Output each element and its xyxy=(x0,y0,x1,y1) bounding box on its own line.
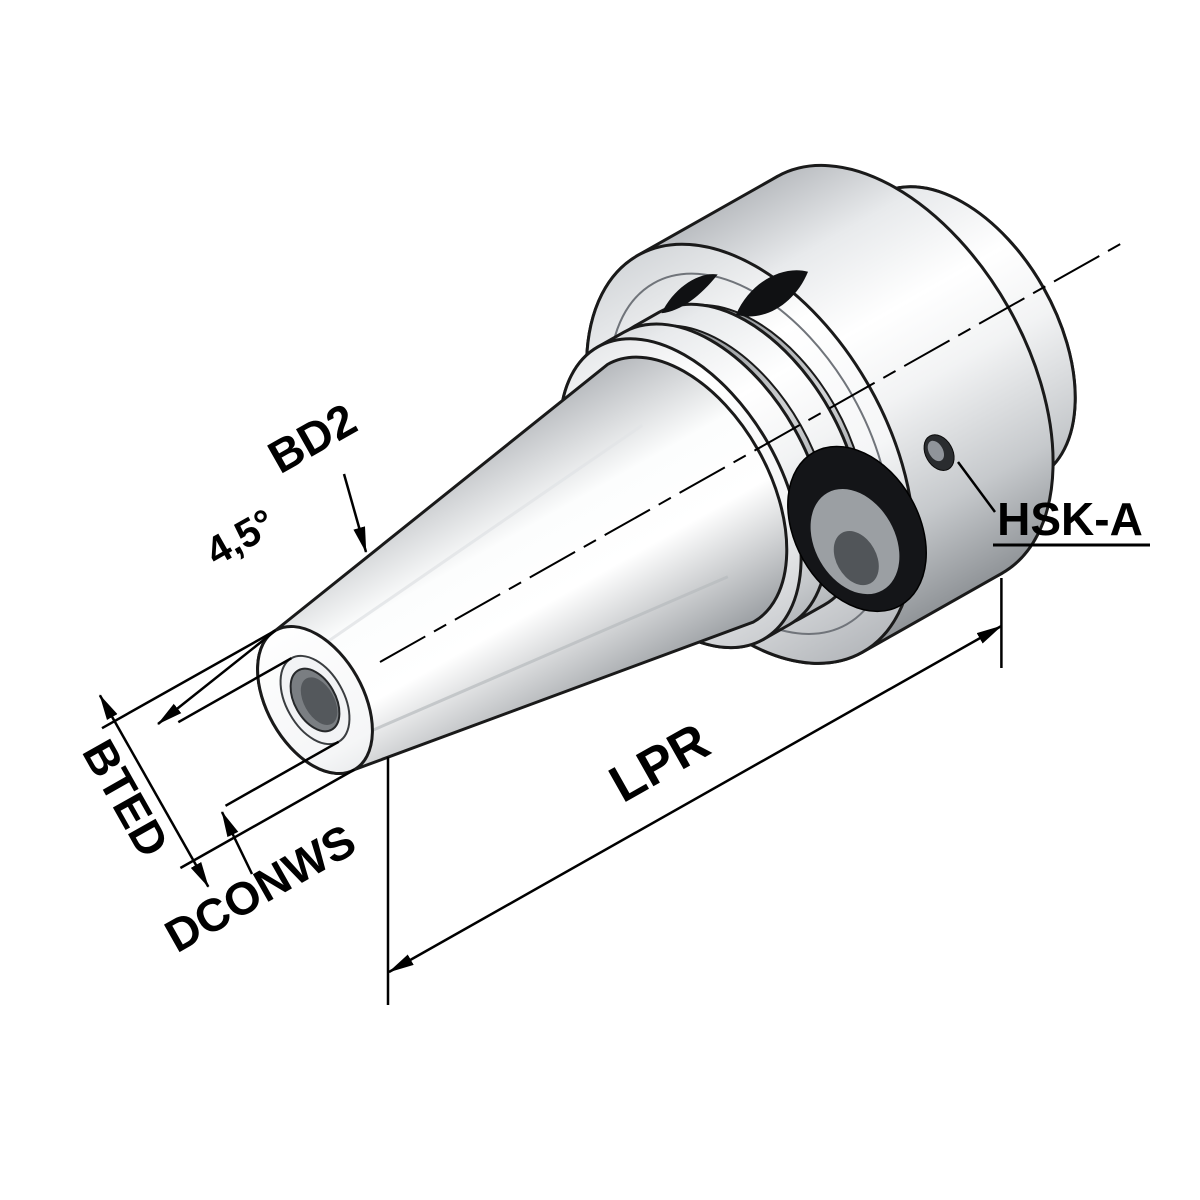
dconws-extension-line-top xyxy=(177,657,293,724)
bted-dimension-line xyxy=(98,694,210,888)
cone-highlight-line xyxy=(302,424,643,660)
bd2-leader-arrow xyxy=(342,473,368,553)
flange-side-hole-shadow xyxy=(833,530,879,586)
dconws-leader-arrow xyxy=(220,811,254,875)
dimensions xyxy=(98,461,1150,1005)
coolant-hole-inner xyxy=(927,440,945,462)
clamping-slot-rear xyxy=(735,270,809,317)
centerline xyxy=(379,241,1125,663)
clamping-slot-front xyxy=(661,274,718,314)
dconws-extension-line-bottom xyxy=(224,740,340,807)
lpr-dimension-line xyxy=(388,624,1003,974)
clamping-bore-depth xyxy=(300,677,338,725)
bted-extension-line xyxy=(179,768,356,870)
label-hsk-a: HSK-A xyxy=(997,493,1143,545)
hsk-leader-line xyxy=(956,461,997,513)
